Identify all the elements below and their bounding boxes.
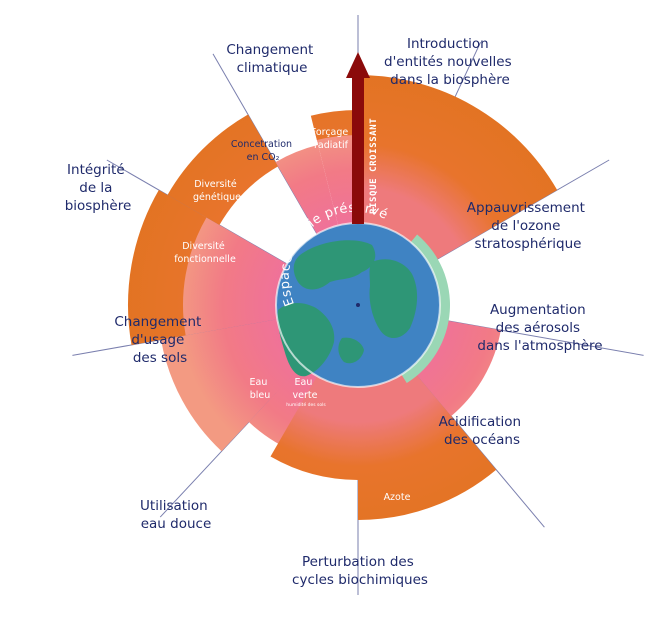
- increasing-risk-arrow: RISQUE CROISSANT: [346, 52, 379, 224]
- wedge-genetic-diversity: [167, 114, 278, 225]
- sub-label-nitrogen: Azote: [384, 492, 411, 503]
- wedge-radiative-forcing-base: [314, 125, 358, 228]
- sub-label-co2: Concetration en CO₂: [231, 139, 295, 163]
- safe-zone-green-ring: [400, 234, 451, 384]
- sub-label-soil-moisture: humidité des sols: [286, 401, 326, 408]
- boundary-label-biosphere-integrity: Intégrité de la biosphère: [65, 162, 132, 214]
- increasing-risk-label: RISQUE CROISSANT: [369, 118, 379, 214]
- boundary-label-freshwater: Utilisation eau douce: [140, 498, 212, 532]
- sub-label-genetic-diversity: Diversité génétique: [193, 179, 241, 203]
- wedge-novel-entities: [358, 75, 558, 265]
- wedge-phosphorus: [270, 374, 358, 480]
- wedge-functional-diversity: [127, 190, 207, 345]
- boundary-wedges: [127, 75, 558, 520]
- wedge-biosphere-base: [177, 215, 289, 337]
- sub-label-blue-water: Eau bleu: [250, 377, 271, 401]
- sub-variable-labels: Concetration en CO₂ Forçage radiatif Div…: [174, 127, 410, 503]
- boundary-label-land-use: Changement d'usage des sols: [114, 314, 205, 366]
- wedge-nitrogen: [358, 366, 497, 520]
- sub-label-phosphorus: Phosphore: [301, 481, 351, 492]
- boundary-label-ocean-acidification: Acidification des océans: [439, 414, 526, 448]
- boundary-label-ozone: Appauvrissement de l'ozone stratosphériq…: [467, 200, 589, 252]
- sub-label-functional-diversity: Diversité fonctionnelle: [174, 241, 236, 265]
- sub-label-green-water: Eau verte: [293, 377, 318, 401]
- boundary-labels: Changement climatique Introduction d'ent…: [65, 36, 603, 588]
- boundary-label-novel-entities: Introduction d'entités nouvelles dans la…: [384, 36, 516, 88]
- boundary-label-aerosols: Augmentation des aérosols dans l'atmosph…: [477, 302, 602, 354]
- boundary-label-climate: Changement climatique: [226, 42, 317, 76]
- boundary-label-biogeochemical: Perturbation des cycles biochimiques: [292, 554, 428, 588]
- diagram-center: [356, 303, 360, 307]
- sub-label-radiative-forcing: Forçage radiatif: [311, 127, 352, 151]
- wedge-co2: [275, 144, 339, 236]
- wedge-radiative-forcing: [310, 110, 358, 141]
